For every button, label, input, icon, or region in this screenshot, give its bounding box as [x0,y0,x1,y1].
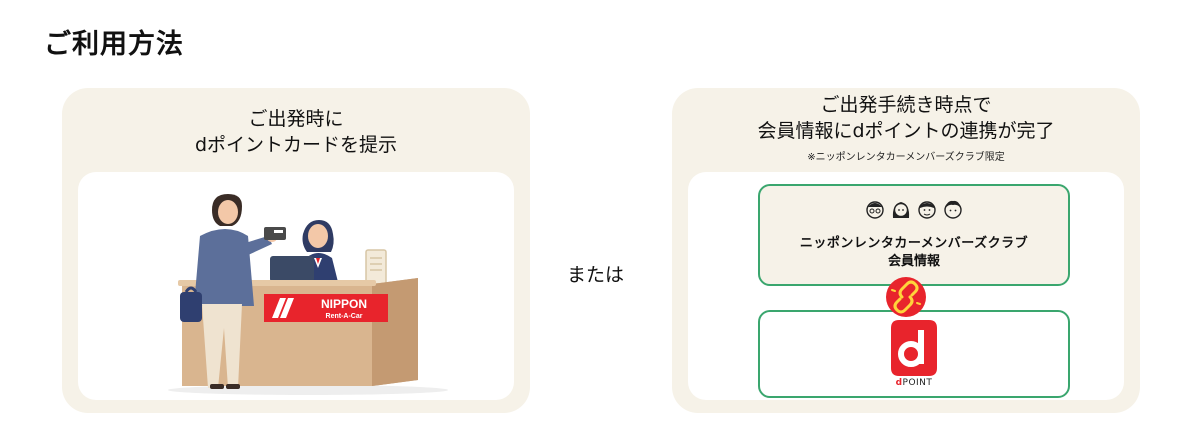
member-link-method-card: ご出発手続き時点で 会員情報にdポイントの連携が完了 ※ニッポンレンタカーメンバ… [672,88,1140,413]
right-card-title-line1: ご出発手続き時点で [820,94,992,116]
dpoint-box: dPOINT [758,310,1070,398]
member-faces [760,198,1068,220]
link-icon [886,277,926,317]
dpoint-logo-icon [891,320,937,376]
right-card-title-line2: 会員情報にdポイントの連携が完了 [757,120,1055,142]
nippon-rent-a-car-logo: NIPPON Rent-A-Car [264,294,388,322]
member-info-label: 会員情報 [887,254,940,269]
left-card-title: ご出発時に dポイントカードを提示 [62,106,530,158]
members-only-note: ※ニッポンレンタカーメンバーズクラブ限定 [807,152,1005,163]
right-card-title: ご出発手続き時点で 会員情報にdポイントの連携が完了 [672,92,1140,144]
left-card-title-line1: ご出発時に [248,108,344,130]
member-face-icon [918,201,936,219]
customer-figure [180,194,286,389]
dpoint-mark: d [895,378,903,388]
member-club-name: ニッポンレンタカーメンバーズクラブ [799,236,1029,251]
page-title: ご利用方法 [44,29,184,60]
rental-counter-illustration: NIPPON Rent-A-Car [168,194,448,395]
dpoint-card-method-card: ご出発時に dポイントカードを提示 [62,88,530,413]
dpoint-label: POINT [902,378,933,388]
or-separator: または [567,264,625,286]
member-face-icon [866,201,884,219]
logo-text-bottom: Rent-A-Car [326,313,363,320]
dpoint-wordmark: dPOINT [760,378,1068,388]
logo-text-top: NIPPON [321,297,367,311]
left-card-title-line2: dポイントカードを提示 [194,134,398,156]
counter-illustration-panel: NIPPON Rent-A-Car [78,172,514,400]
member-face-icon [944,200,962,219]
member-face-icon [892,202,910,218]
member-info-box: ニッポンレンタカーメンバーズクラブ 会員情報 [758,184,1070,286]
